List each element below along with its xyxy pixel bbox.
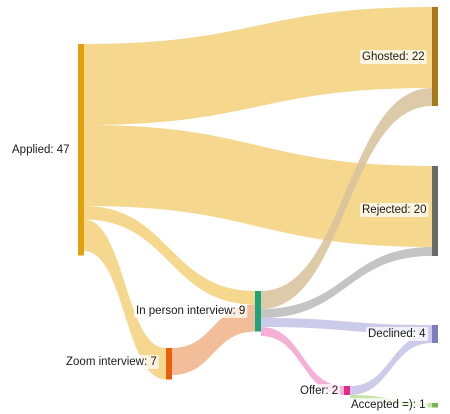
node-ghosted — [432, 7, 438, 106]
node-label-text: Offer: 2 — [300, 385, 338, 397]
sankey-labels: Applied: 47 Zoom interview: 7 In person in… — [10, 50, 429, 413]
sankey-links — [84, 7, 432, 408]
node-offer — [344, 386, 350, 395]
sankey-nodes — [78, 7, 438, 408]
node-label-text: Rejected: 20 — [362, 204, 427, 216]
node-declined — [432, 325, 438, 343]
node-label-background — [10, 143, 72, 158]
node-label-zoom: Zoom interview: 7 — [64, 355, 159, 370]
node-label-accepted: Accepted =): 1 — [349, 398, 428, 413]
node-label-background — [298, 384, 341, 399]
node-label-background — [349, 398, 428, 413]
link-applied-to-zoom — [84, 219, 166, 380]
node-label-ghosted: Ghosted: 22 — [360, 50, 427, 65]
node-inperson — [255, 291, 261, 332]
node-zoom — [166, 348, 172, 380]
node-label-text: In person interview: 9 — [136, 305, 245, 317]
link-inperson-to-ghosted — [261, 88, 432, 309]
node-label-background — [134, 304, 248, 319]
link-applied-to-ghosted — [84, 7, 432, 125]
link-inperson-to-rejected — [261, 247, 432, 318]
node-label-background — [64, 355, 159, 370]
node-accepted — [432, 403, 438, 408]
node-label-offer: Offer: 2 — [298, 384, 341, 399]
node-label-text: Ghosted: 22 — [362, 51, 425, 63]
node-label-background — [360, 50, 427, 65]
node-applied — [78, 44, 84, 256]
link-zoom-to-inperson — [172, 304, 255, 375]
node-label-inperson: In person interview: 9 — [134, 304, 248, 319]
node-rejected — [432, 166, 438, 256]
node-label-background — [360, 203, 429, 218]
link-offer-to-declined — [350, 334, 432, 395]
link-inperson-to-offer — [261, 327, 344, 395]
node-label-text: Applied: 47 — [12, 144, 70, 156]
node-label-declined: Declined: 4 — [366, 327, 429, 342]
node-label-text: Zoom interview: 7 — [66, 356, 157, 368]
node-label-applied: Applied: 47 — [10, 143, 72, 158]
node-label-text: Accepted =): 1 — [351, 399, 425, 411]
node-label-background — [366, 327, 429, 342]
node-label-rejected: Rejected: 20 — [360, 203, 429, 218]
node-label-text: Declined: 4 — [368, 328, 426, 340]
link-applied-to-rejected — [84, 125, 432, 247]
link-applied-to-inperson — [84, 206, 255, 305]
